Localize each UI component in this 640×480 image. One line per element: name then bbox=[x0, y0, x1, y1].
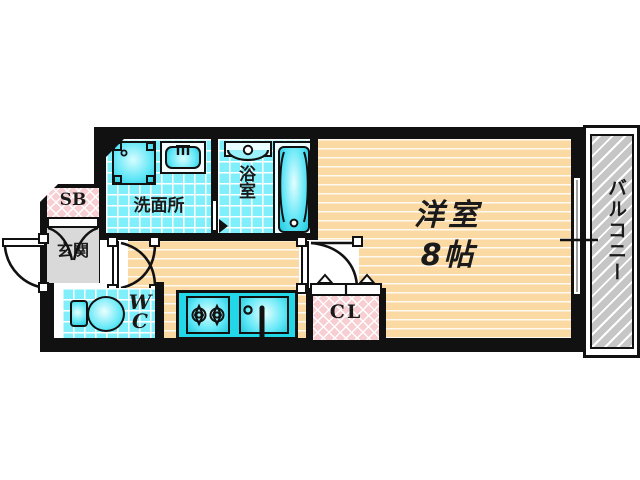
entrance-floor bbox=[47, 226, 99, 283]
partition-wetarea-corridor bbox=[106, 233, 318, 241]
washing-machine-pan bbox=[112, 141, 156, 185]
partition-washroom-bathroom bbox=[211, 139, 218, 199]
shoe-box bbox=[47, 188, 99, 217]
toilet-wall-right bbox=[155, 282, 164, 352]
exterior-wall-top bbox=[94, 127, 583, 139]
closet-label: CL bbox=[329, 301, 363, 323]
exterior-wall-bottom bbox=[40, 338, 583, 352]
washroom-floor bbox=[106, 139, 211, 240]
balcony-label: バルコニー bbox=[605, 178, 627, 283]
closet-floor bbox=[313, 296, 379, 340]
exterior-wall-left-lower bbox=[40, 282, 54, 352]
toilet-label-c: C bbox=[132, 309, 148, 333]
washroom-label: 洗面所 bbox=[133, 196, 185, 216]
toilet-bowl bbox=[87, 296, 125, 332]
bathroom-label: 浴室 bbox=[235, 165, 255, 199]
shoe-box-label: SB bbox=[59, 190, 87, 210]
main-room-label-line2: 8帖 bbox=[420, 238, 476, 273]
shoe-box-doors[interactable] bbox=[47, 217, 99, 228]
main-room-label-line1: 洋室 bbox=[414, 198, 482, 233]
bathroom-door[interactable] bbox=[211, 199, 218, 232]
partition-bathroom-mainroom bbox=[310, 139, 318, 240]
toilet-label-w: W bbox=[128, 290, 152, 314]
entrance-label: 玄関 bbox=[56, 241, 89, 260]
balcony-floor bbox=[590, 134, 634, 349]
